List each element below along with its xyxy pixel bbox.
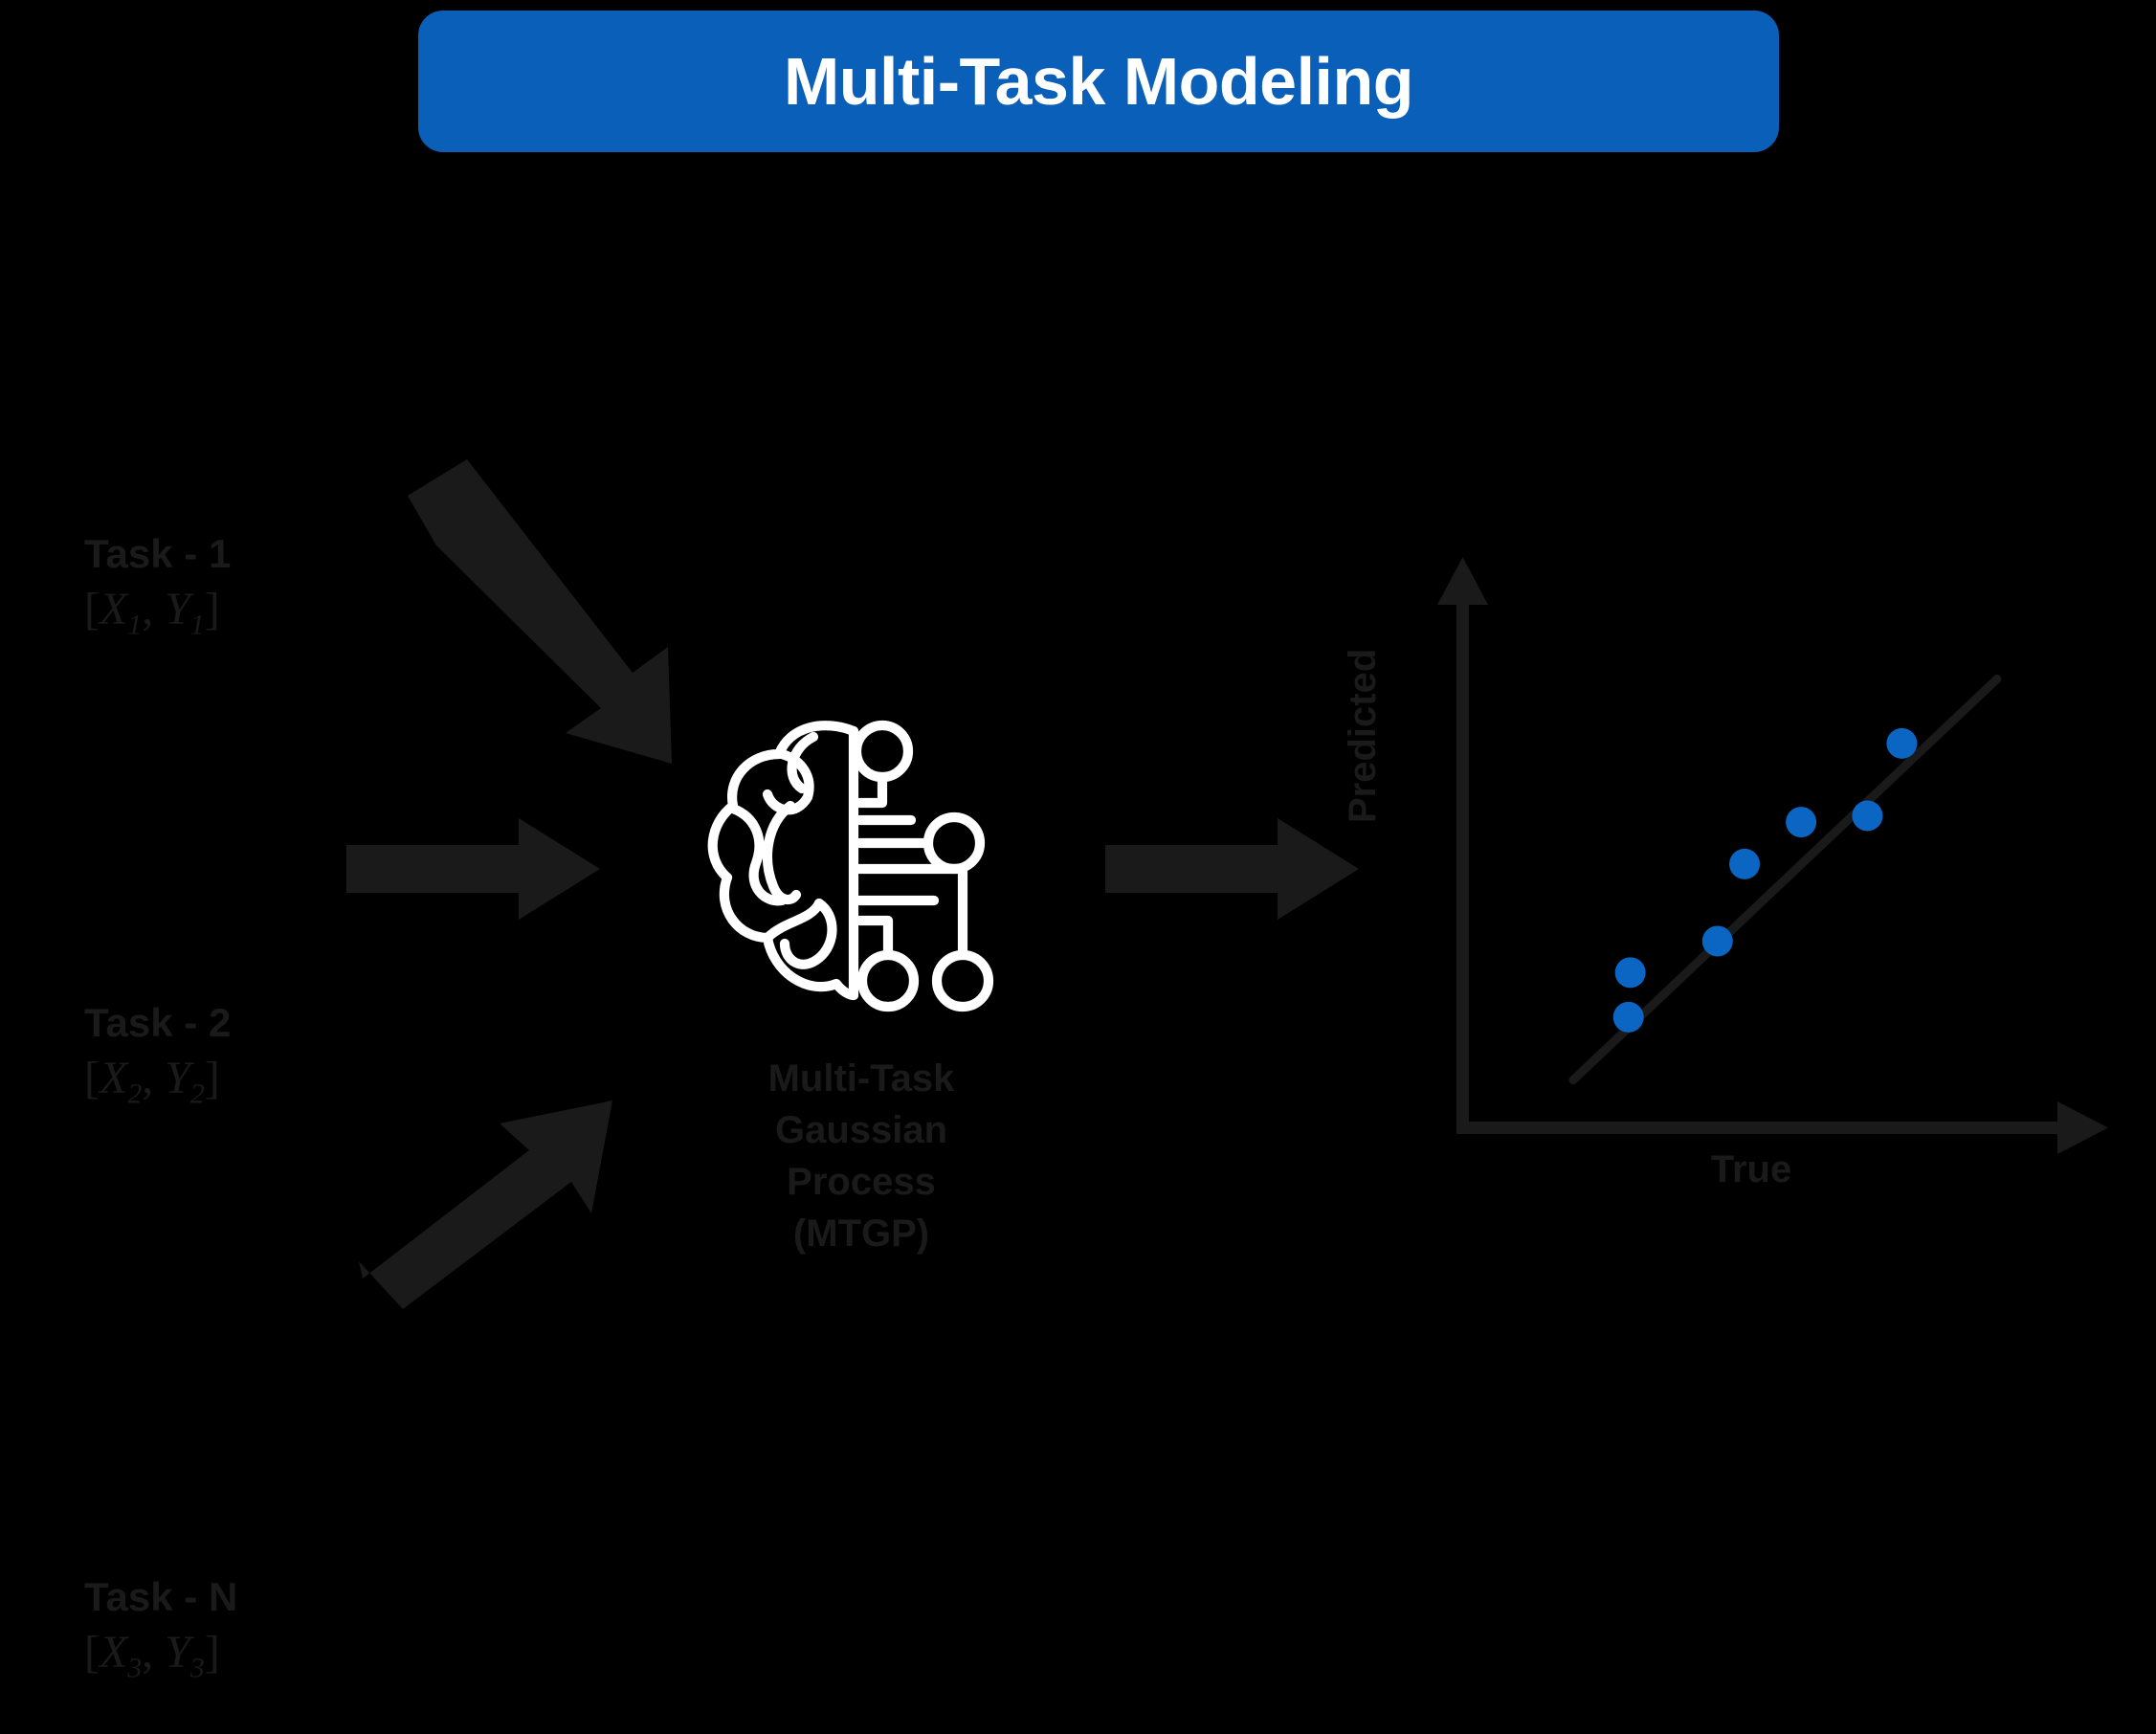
title-banner: Multi-Task Modeling (418, 11, 1779, 152)
y-subscript: 3 (189, 1652, 205, 1684)
mtgp-caption: Multi-Task Gaussian Process (MTGP) (670, 1053, 1053, 1259)
caption-line-3: Process (787, 1161, 936, 1203)
separator: , (142, 1053, 166, 1104)
y-subscript: 2 (189, 1078, 205, 1110)
data-point (1701, 925, 1733, 957)
caption-line-1: Multi-Task (767, 1057, 955, 1100)
x-symbol: X (99, 1053, 128, 1104)
task-input-2: Task - 2 [X2, Y2] (84, 1000, 231, 1111)
caption-line-2: Gaussian (774, 1109, 948, 1151)
bracket-open: [ (84, 1053, 100, 1104)
data-point-group (1612, 727, 1918, 1033)
x-symbol: X (99, 584, 128, 635)
bracket-open: [ (84, 584, 100, 635)
brain-circuit-icon (707, 720, 994, 1012)
scatter-plot: Predicted True (1342, 536, 2124, 1206)
regression-line (1568, 674, 2002, 1085)
x-subscript: 3 (127, 1652, 143, 1684)
output-arrow (1105, 818, 1359, 920)
x-axis-label: True (1710, 1148, 1792, 1190)
x-symbol: X (99, 1627, 128, 1678)
x-subscript: 1 (127, 609, 143, 641)
task-2-label: Task - 2 (84, 1000, 232, 1045)
data-point (1786, 807, 1817, 838)
task-2-variables: [X2, Y2] (84, 1051, 231, 1111)
data-point (1886, 727, 1918, 759)
y-subscript: 1 (189, 609, 205, 641)
task-n-variables: [X3, Y3] (84, 1625, 237, 1685)
task-n-label: Task - N (84, 1574, 238, 1619)
x-subscript: 2 (127, 1078, 143, 1110)
input-arrow-task-1 (408, 459, 672, 764)
data-point (1614, 957, 1646, 989)
x-axis (1456, 1101, 2108, 1154)
caption-line-4: (MTGP) (792, 1212, 930, 1255)
task-1-variables: [X1, Y1] (84, 582, 231, 642)
task-input-1: Task - 1 [X1, Y1] (84, 531, 231, 642)
input-arrow-task-2 (346, 818, 600, 920)
data-point (1612, 1001, 1644, 1033)
bracket-close: ] (204, 584, 220, 635)
bracket-close: ] (204, 1627, 220, 1678)
y-symbol: Y (165, 1053, 190, 1104)
bracket-close: ] (204, 1053, 220, 1104)
y-axis-label: Predicted (1342, 648, 1384, 823)
page-title: Multi-Task Modeling (783, 44, 1414, 119)
data-point (1852, 800, 1883, 832)
data-point (1729, 848, 1761, 879)
y-symbol: Y (165, 1627, 190, 1678)
plot-svg (1437, 557, 2108, 1154)
task-1-label: Task - 1 (84, 531, 232, 576)
separator: , (142, 584, 166, 635)
bracket-open: [ (84, 1627, 100, 1678)
y-axis (1437, 557, 1488, 1134)
y-symbol: Y (165, 584, 190, 635)
separator: , (142, 1627, 166, 1678)
task-input-n: Task - N [X3, Y3] (84, 1574, 237, 1685)
input-arrow-task-n (359, 1100, 612, 1309)
